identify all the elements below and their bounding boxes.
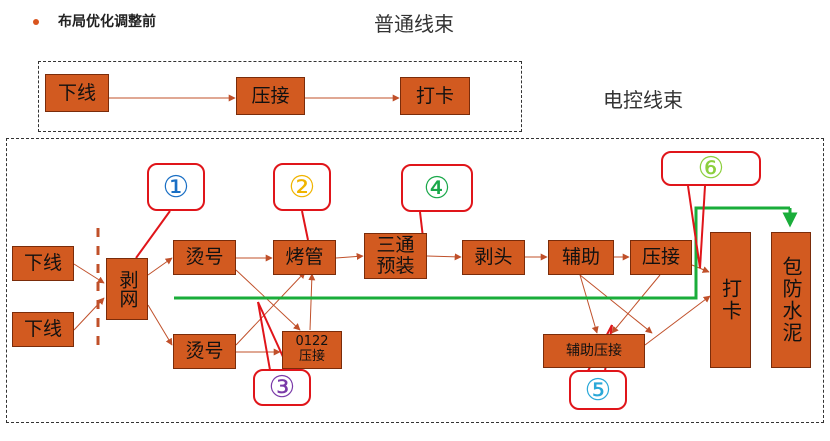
callout-5: ⑤ [569,370,627,410]
botou-box: 剥头 [462,240,525,275]
fuzhu-box: 辅助 [548,240,614,275]
callout-4: ④ [401,164,473,212]
santong-yuzhuang-box: 三通 预装 [364,233,427,279]
xiaxian-bottom-box: 下线 [12,312,74,347]
callout-2-number: ② [288,169,316,205]
electric-harness-frame [6,138,824,423]
callout-6-number: ⑥ [697,151,725,186]
yajie-box: 压接 [630,240,692,275]
xiaxian-top-box: 下线 [12,246,74,281]
callout-4-number: ④ [423,170,451,206]
callout-6: ⑥ [661,151,761,186]
callout-3-number: ③ [268,370,296,405]
top-daka-box: 打卡 [400,77,470,115]
callout-2: ② [273,163,331,211]
bao-fang-shuini-box: 包防水泥 [771,232,811,368]
tanghao-bottom-box: 烫号 [173,334,236,369]
label-normal-harness: 普通线束 [374,12,454,36]
fuzhu-yajie-box: 辅助压接 [543,334,645,368]
callout-5-number: ⑤ [584,372,612,408]
daka-box: 打卡 [710,232,751,368]
bullet-icon [33,19,39,25]
tanghao-top-box: 烫号 [173,240,236,275]
yajie-0122-box: 0122 压接 [282,331,342,369]
top-yajie-box: 压接 [236,77,305,115]
normal-harness-frame [38,61,522,132]
callout-1-number: ① [162,169,190,205]
label-electric-harness: 电控线束 [603,88,683,112]
top-xiaxian-box: 下线 [45,74,109,112]
page-heading: 布局优化调整前 [58,14,156,30]
callout-3: ③ [253,369,311,406]
callout-1: ① [147,163,205,211]
kaoguan-box: 烤管 [273,240,336,275]
bowang-box: 剥网 [106,258,148,320]
